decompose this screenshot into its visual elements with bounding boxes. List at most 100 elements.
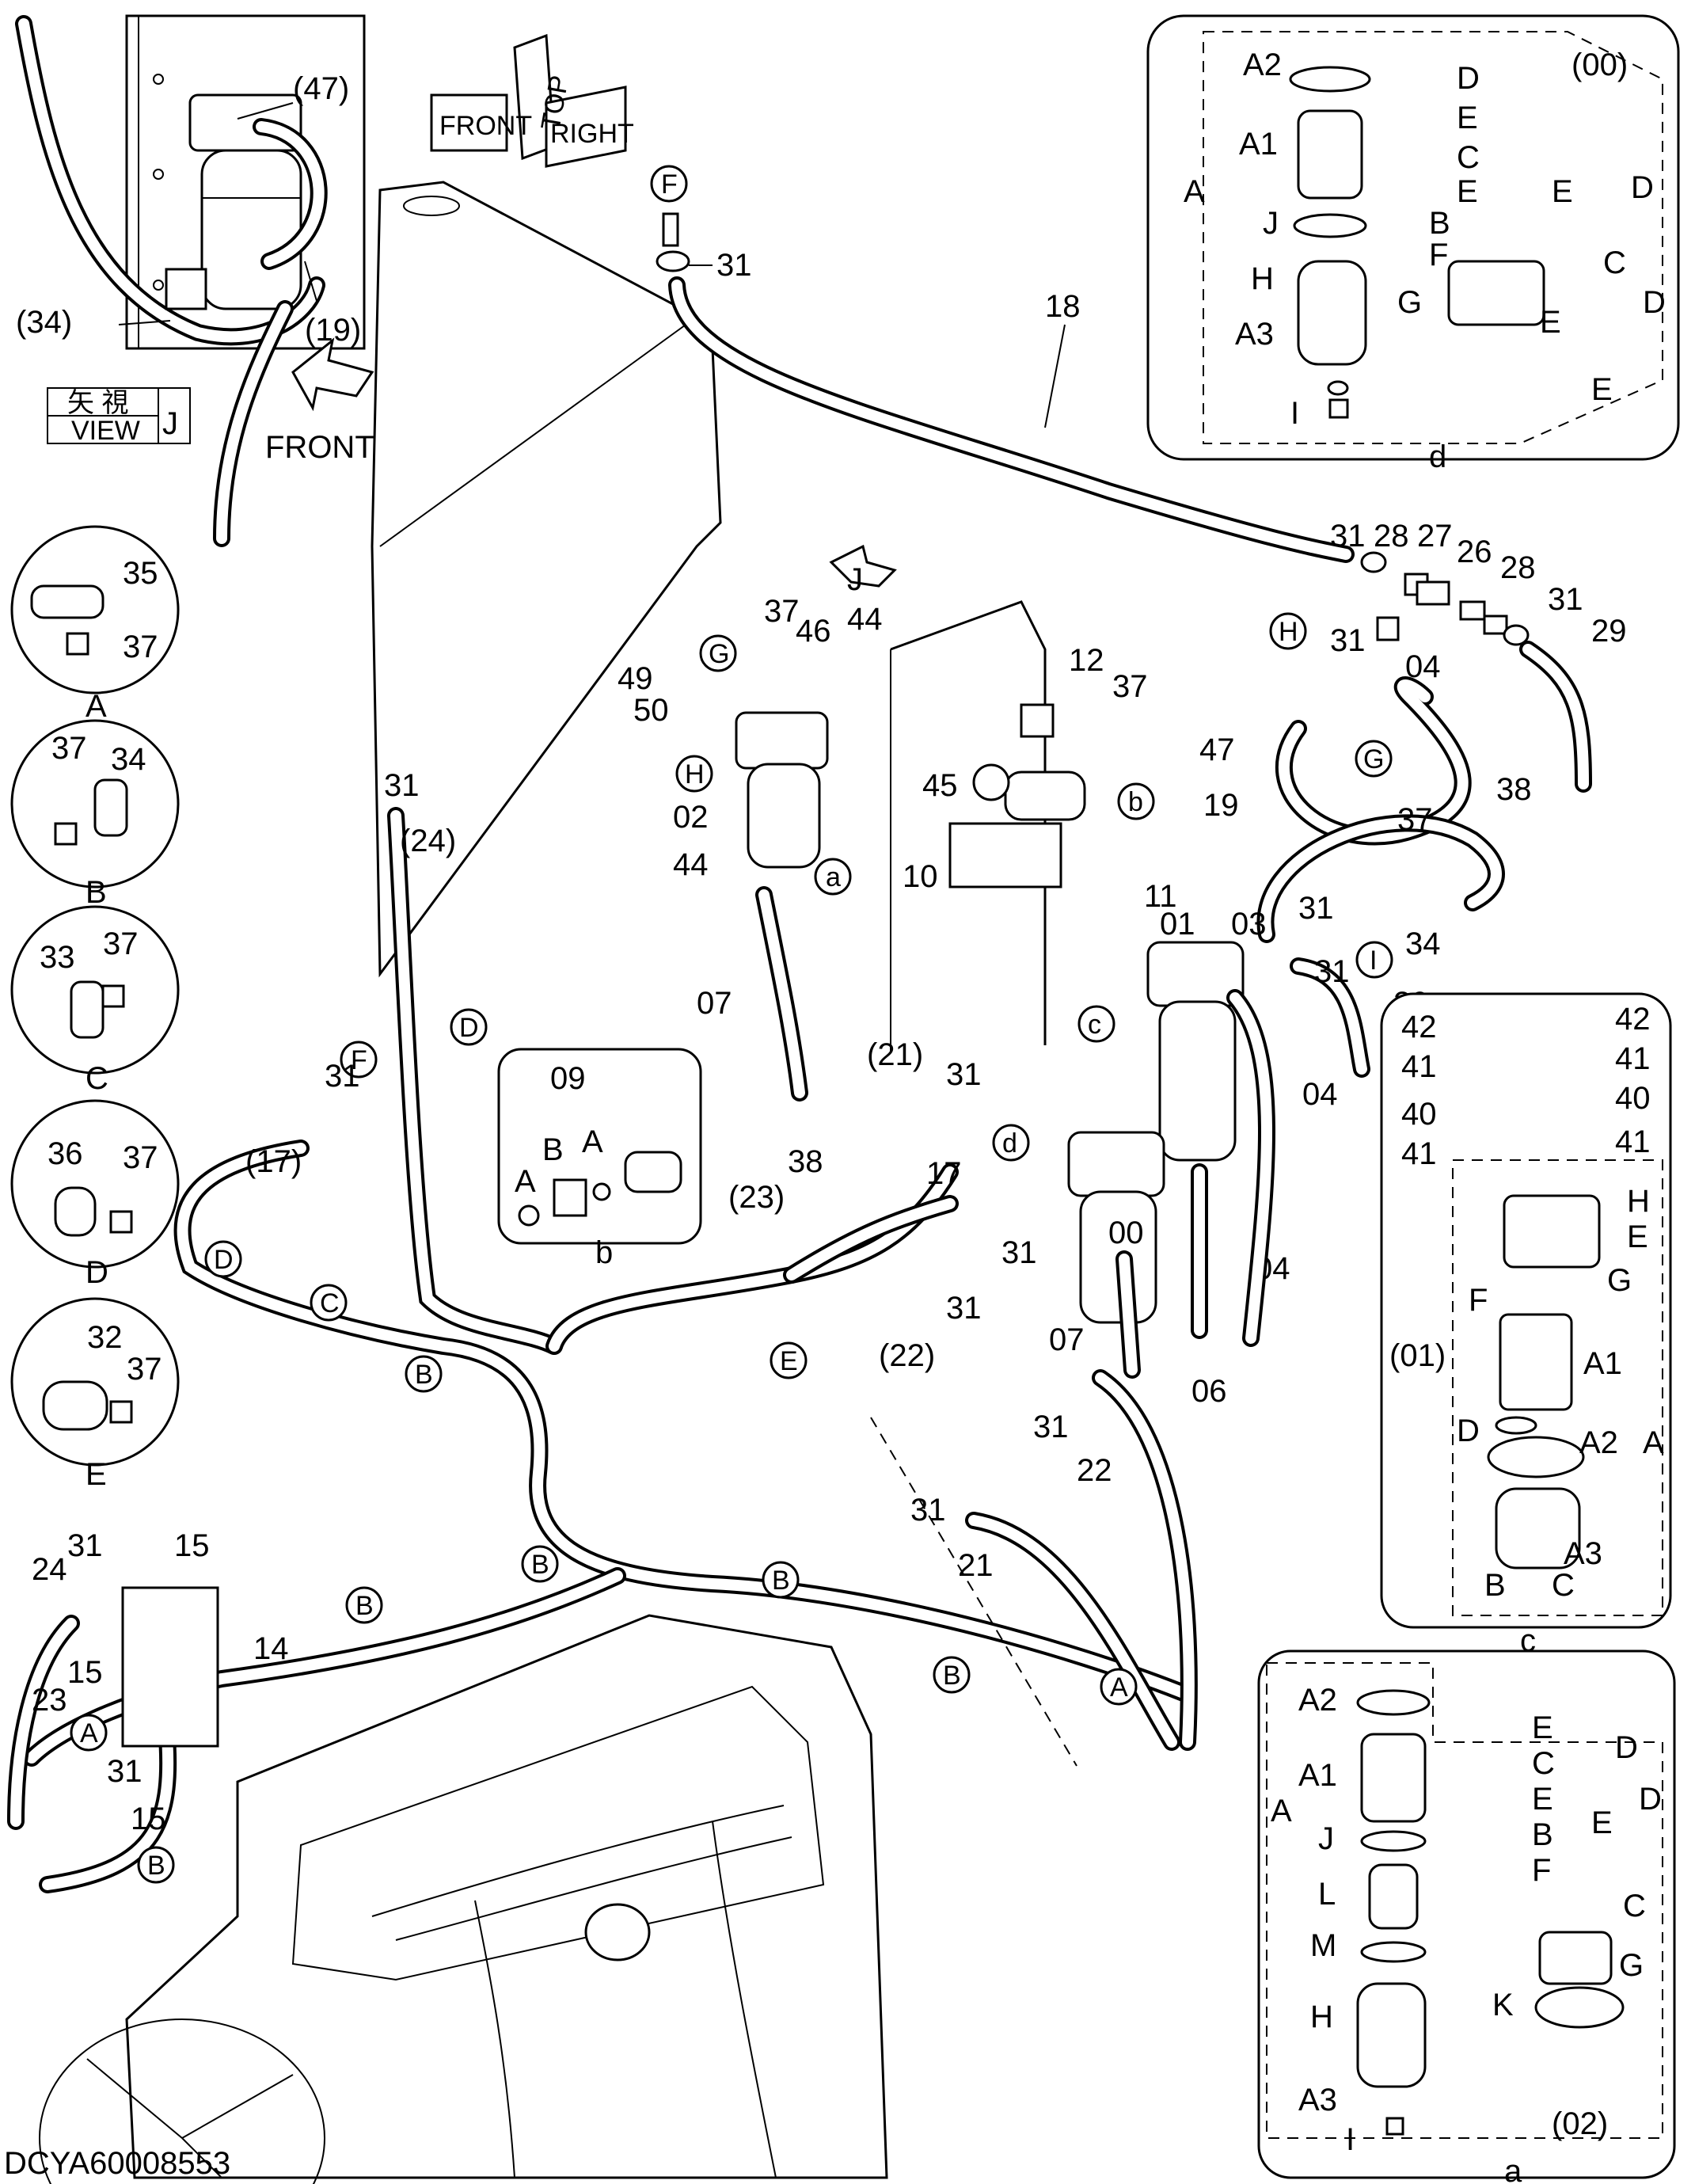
- callout-15-top: 15: [174, 1528, 210, 1563]
- callout-37-top: 37: [764, 594, 800, 629]
- circle-a-filter-letter: a: [826, 862, 841, 892]
- callout-03: 03: [1231, 907, 1267, 942]
- clamp-d-part-37: 37: [123, 1140, 158, 1175]
- pump-ring-45: [972, 763, 1010, 801]
- fuel-pump-b: [1004, 770, 1086, 821]
- callout-50: 50: [633, 693, 669, 728]
- callout-31-22: 31: [946, 1291, 982, 1326]
- circle-d-filter: [992, 1124, 1030, 1162]
- circle-h-filter-letter: H: [685, 759, 705, 790]
- inset-c-label-41b: 41: [1615, 1041, 1651, 1076]
- circle-d-left: [450, 1008, 488, 1046]
- view-j-detail: (47) (34) (19) 矢 視 VIEW J FRONT: [15, 14, 374, 547]
- callout-49: 49: [618, 661, 653, 696]
- hose-18-clip-31: [656, 250, 690, 272]
- callout-26: 26: [1457, 535, 1492, 569]
- inset-d-label-e3: E: [1552, 174, 1573, 209]
- circle-h-right: [1269, 612, 1307, 650]
- callout-38-right: 38: [1496, 772, 1532, 807]
- engine-fan: [39, 2018, 325, 2184]
- circle-b-clamp-1: [405, 1355, 443, 1393]
- circle-g-right-letter: G: [1363, 744, 1384, 774]
- circle-f-top: [650, 165, 688, 203]
- inset-d-label-j: J: [1263, 206, 1279, 241]
- callout-46: 46: [796, 614, 831, 649]
- callout-06: 06: [1191, 1374, 1227, 1409]
- callout-28-b: 28: [1500, 550, 1536, 585]
- callout-34-view: (34): [16, 305, 72, 340]
- callout-31-top: 31: [716, 248, 752, 283]
- front-arrow-label: FRONT: [265, 430, 374, 465]
- inset-a-label-h: H: [1310, 1999, 1333, 2034]
- circle-b-clamp-3: [762, 1561, 800, 1599]
- inset-a-group: (02): [1552, 2106, 1608, 2141]
- inset-a-label-f: F: [1532, 1853, 1551, 1888]
- inset-c-caption: c: [1520, 1623, 1536, 1658]
- clamp-a-key: A: [86, 689, 107, 724]
- circle-b-clamp-5-letter: B: [943, 1661, 961, 1691]
- hoses-47-19-20: H 31 G 47 19 38 37 34 31 31 I 20: [1199, 612, 1532, 1078]
- inset-d-caption: d: [1429, 439, 1446, 474]
- inset-d: (00) d A2 A1 A J H A3 I D E C E E D B F …: [1146, 14, 1680, 474]
- engine-throttle-body: [584, 1903, 651, 1961]
- inset-d-label-i: I: [1290, 396, 1299, 431]
- inset-d-label-c1: C: [1457, 140, 1480, 175]
- callout-31-i2: 31: [1314, 954, 1350, 989]
- callout-04-mid: 04: [1302, 1077, 1338, 1112]
- circle-a-clamp-1: [1100, 1668, 1138, 1706]
- drawing-code: DCYA60008553: [4, 2146, 230, 2181]
- clamp-b-part-37: 37: [51, 731, 87, 766]
- view-j-letter: J: [162, 406, 178, 441]
- clamp-legend-b: 37 34 B: [10, 719, 180, 910]
- inset-c-label-a3: A3: [1564, 1536, 1602, 1571]
- view-j-marker-arrow-icon: [829, 544, 897, 588]
- callout-29: 29: [1591, 614, 1627, 649]
- callout-19: 19: [1203, 788, 1239, 823]
- inset-c-label-b: B: [1484, 1568, 1506, 1603]
- inset-a-label-d1: D: [1615, 1730, 1638, 1765]
- clamp-d-key: D: [86, 1255, 108, 1290]
- circle-d-clamp-letter: D: [214, 1245, 234, 1275]
- circle-h-filter: [675, 755, 713, 793]
- circle-f-top-letter: F: [661, 169, 678, 200]
- circle-f-left: [340, 1041, 378, 1079]
- inset-a-label-e2: E: [1532, 1782, 1553, 1817]
- inset-c-label-a2: A2: [1579, 1425, 1618, 1460]
- clamp-legend-a: 35 37 A: [10, 525, 180, 724]
- view-j-clamp: [165, 268, 207, 310]
- main-hose-bundle: F D D C B E B B B B A A B 31 (24) 31 (17…: [7, 768, 1198, 1893]
- callout-31-r2: 31: [1548, 582, 1583, 617]
- circle-b-clamp-2-letter: B: [531, 1550, 549, 1580]
- callout-14: 14: [253, 1631, 289, 1666]
- inset-c-label-c: C: [1552, 1568, 1575, 1603]
- callout-23-paren: (23): [728, 1180, 785, 1215]
- hose-18-group: F 31 18 31 28 27 26 28 31 29 04: [650, 165, 1627, 793]
- fuel-tank-outline: [371, 181, 722, 978]
- circle-c-clamp-letter: C: [320, 1288, 340, 1318]
- clamp-e-part-32: 32: [87, 1320, 123, 1355]
- circle-h-right-letter: H: [1279, 617, 1298, 647]
- inset-a-label-a2: A2: [1298, 1683, 1337, 1718]
- circle-c-clamp: [310, 1284, 348, 1322]
- inset-c-label-41a: 41: [1401, 1049, 1437, 1084]
- clamp-legend: 35 37 A 37 34 B 33 37 C 36 37 D: [10, 525, 180, 1492]
- inset-d-label-d1: D: [1457, 61, 1480, 96]
- inset-c-label-a: A: [1643, 1425, 1664, 1460]
- callout-23: 23: [32, 1683, 67, 1718]
- callout-44-top: 44: [847, 602, 883, 637]
- inset-c-label-41c: 41: [1401, 1136, 1437, 1171]
- callout-34: 34: [1405, 926, 1441, 961]
- callout-21: 21: [958, 1548, 994, 1583]
- inset-a-caption: a: [1504, 2154, 1522, 2184]
- inset-a-label-g: G: [1619, 1948, 1644, 1983]
- inset-d-label-a2: A2: [1243, 48, 1282, 82]
- inset-a-label-d2: D: [1639, 1782, 1662, 1817]
- inset-c-label-40b: 40: [1615, 1081, 1651, 1116]
- inset-a: (02) a A2 A1 A J L M H A3 I E D C E B E …: [1257, 1649, 1676, 2184]
- circle-b-pump: [1117, 782, 1155, 820]
- filters-01-00: c d 01 03 04 04 00 07 06: [992, 907, 1338, 1409]
- pump-connector-12: [1020, 703, 1055, 738]
- inset-d-label-f: F: [1429, 238, 1448, 272]
- filter-00-head: [1067, 1131, 1165, 1197]
- callout-31-lower: 31: [1033, 1410, 1069, 1444]
